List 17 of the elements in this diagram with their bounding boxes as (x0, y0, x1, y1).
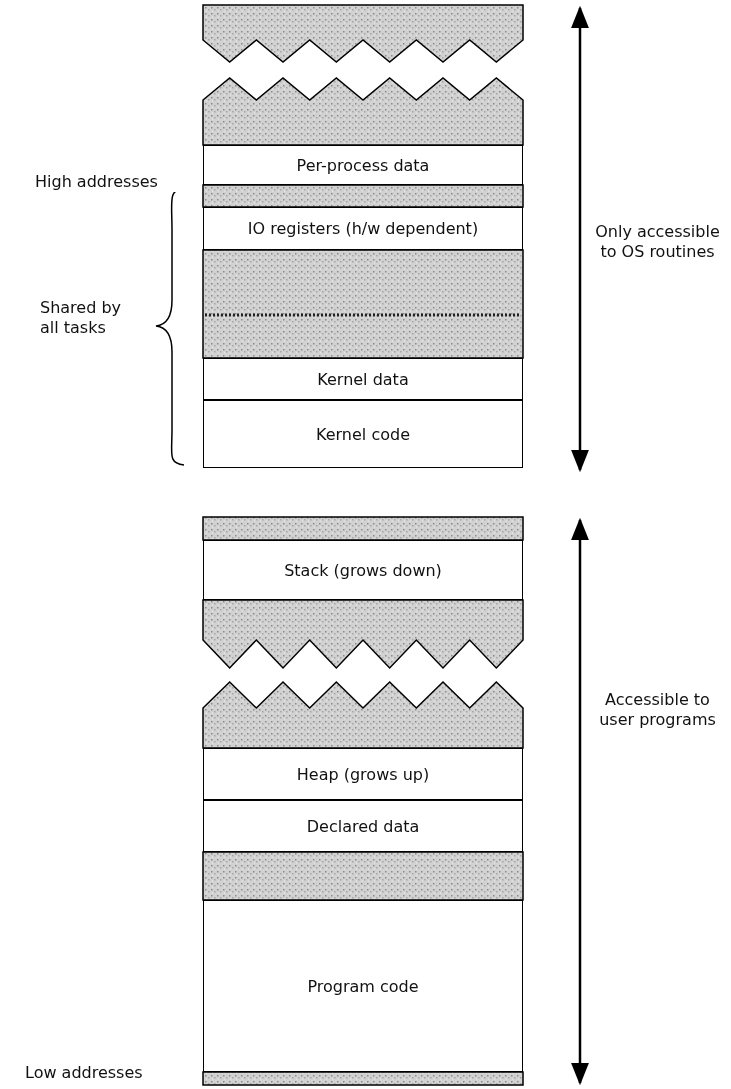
memory-segment: Declared data (203, 800, 523, 852)
shaded-band (202, 184, 524, 208)
shaded-band (202, 851, 524, 901)
shaded-band (202, 599, 524, 670)
shaded-band (202, 249, 524, 359)
memory-segment: Heap (grows up) (203, 748, 523, 800)
memory-segment: IO registers (h/w dependent) (203, 207, 523, 250)
shaded-band (202, 77, 524, 146)
shaded-band (202, 4, 524, 63)
memory-segment: Per-process data (203, 145, 523, 185)
memory-segment: Kernel data (203, 358, 523, 400)
memory-segment: Program code (203, 900, 523, 1072)
shaded-band (202, 516, 524, 541)
shaded-band (202, 1071, 524, 1086)
memory-segment: Kernel code (203, 400, 523, 468)
shaded-band (202, 680, 524, 749)
memory-segment: Stack (grows down) (203, 540, 523, 600)
